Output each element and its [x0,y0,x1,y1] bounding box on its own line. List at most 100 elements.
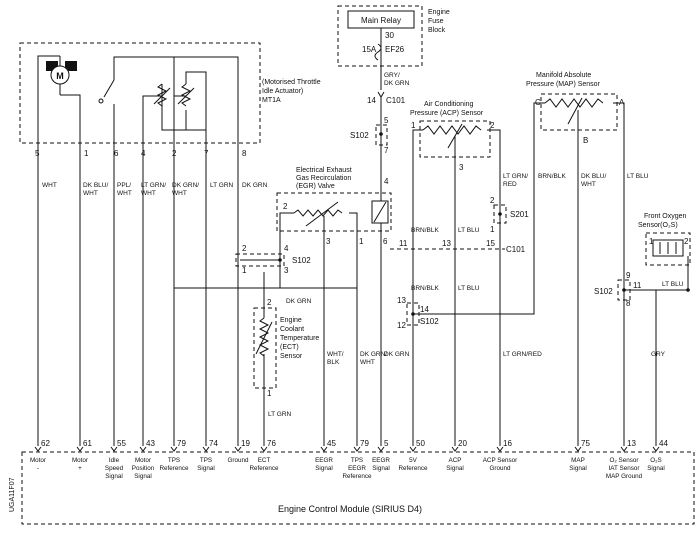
s102-right-pin-8: 8 [626,299,631,308]
ecm-pin-label: Signal [105,473,123,480]
ecm-pin-connector [496,446,504,452]
s102-top-label: S102 [350,131,369,140]
o2-pin-2: 2 [684,237,689,246]
map-wire-a: LT BLU [627,173,649,180]
ecm-pin-number: 5 [384,439,389,448]
s102-right-label: S102 [594,287,613,296]
ecm-pin-label: Reference [159,465,189,472]
acp-wire-mid: LT BLU [458,227,480,234]
s102-low-pin-12: 12 [397,321,406,330]
ecm-pin-label: EEGR [315,457,333,464]
ecm-pin-label: - [37,465,39,472]
ect-title-2: Coolant [280,326,304,333]
throttle-title-3: MT1A [262,97,281,104]
ecm-pin-label: TPS [200,457,212,464]
ecm-pin-number: 19 [241,439,250,448]
throttle-wires [37,149,239,446]
acp-ground-wire: LT GRN/RED [503,351,542,358]
ect-title-4: (ECT) [280,344,299,351]
ecm-pin-number: 13 [627,439,636,448]
ecm-pin-number: 55 [117,439,126,448]
tps-resistor [180,83,192,107]
ecm-pin-connector [76,446,84,452]
ecm-pin-number: 62 [41,439,50,448]
ecm-pin-number: 76 [267,439,276,448]
ecm-pin-label: EEGR [348,465,366,472]
throttle-pin: 6 [114,149,119,158]
egr-pin-6: 6 [383,237,388,246]
wire-color-label: WHT [83,190,98,197]
ecm-pin-group: 62Motor-61Motor+55IdleSpeedSignal43Motor… [30,439,669,480]
ecm-pin-label: TPS [168,457,180,464]
ecm-pin-label: ACP Sensor [483,457,518,464]
c101-row-label: C101 [506,245,526,254]
s102-low-wire-lower: LT BLU [458,285,480,292]
ecm-pin-label: MAP Ground [606,473,643,480]
acp-pin-2: 2 [490,121,495,130]
wire-color-label: PPL/ [117,182,131,189]
ect-title-3: Temperature [280,335,319,342]
ecm-pin-label: Reference [249,465,279,472]
s102-right-node [622,288,626,292]
s102-top-splice [375,124,388,146]
s102-low-pin-13: 13 [397,296,406,305]
ecm-pin-number: 50 [416,439,425,448]
ecm-pin-number: 44 [659,439,668,448]
map-wire-b-2: WHT [581,181,596,188]
ecm-pin-label: Idle [109,457,120,464]
ecm-pin-connector [377,446,385,452]
wire-color-label: WHT [42,182,57,189]
ecm-pin-label: Position [132,465,155,472]
wire-color-label: LT GRN [210,182,234,189]
ecm-pin-number: 45 [327,439,336,448]
ecm-pin-label: ECT [258,457,271,464]
s201-node [498,212,502,216]
wire-color-label: DK GRN [242,182,268,189]
o2-pin-1: 1 [649,237,654,246]
egr-wire-2b: WHT [360,359,375,366]
wire-color-label: WHT [172,190,187,197]
map-pin-b: B [583,136,588,145]
acp-wire-left: BRN/BLK [411,227,439,234]
side-code: UGA11F07 [9,477,16,512]
s102-mid-pin-2: 2 [242,244,247,253]
ecm-pin-number: 43 [146,439,155,448]
egr-wire-2a: DK GRN/ [360,351,387,358]
s201-splice [493,204,507,224]
ecm-pin-connector [202,446,210,452]
ecm-pin-label: Signal [446,465,464,472]
egr-valve-box [276,192,392,232]
throttle-title-2: Idle Actuator) [262,88,303,95]
ecm-pin-label: TPS [351,457,363,464]
ecm-pin-label: Ground [227,457,249,464]
ecm-pin-label: O₂S [650,457,662,464]
o2-element-icon [652,239,684,257]
ect-pin-1: 1 [267,389,272,398]
s102-low-label: S102 [420,317,439,326]
fuse-wire-color-1: GRY/ [384,72,400,79]
ecm-pin-label: Speed [105,465,124,472]
ecm-pin-number: 79 [360,439,369,448]
motor-icon: M [46,56,77,95]
o2-wire: LT BLU [662,281,684,288]
c101-top-connector-symbol [377,91,385,98]
s102-top-node [379,132,383,136]
fuse-rating: 15A [362,45,377,54]
ecm-pin-label: Motor [135,457,151,464]
s102-mid-label: S102 [292,256,311,265]
ecm-pin-label: MAP [571,457,585,464]
idle-switch-contact [103,79,115,98]
ecm-pin-label: Motor [72,457,88,464]
s102-right-pin-9: 9 [626,271,631,280]
throttle-pin: 8 [242,149,247,158]
ecm-pin-connector [234,446,242,452]
ect-wire-bottom: LT GRN [268,411,292,418]
s102-mid-splice [235,253,285,267]
ect-wire-top: DK GRN [286,298,312,305]
wire-color-label: LT GRN/ [141,182,166,189]
ecm-pin-connector [320,446,328,452]
ect-title-1: Engine [280,317,302,324]
egr-resistor [293,209,343,217]
acp-title-2: Pressure (ACP) Sensor [410,110,484,117]
